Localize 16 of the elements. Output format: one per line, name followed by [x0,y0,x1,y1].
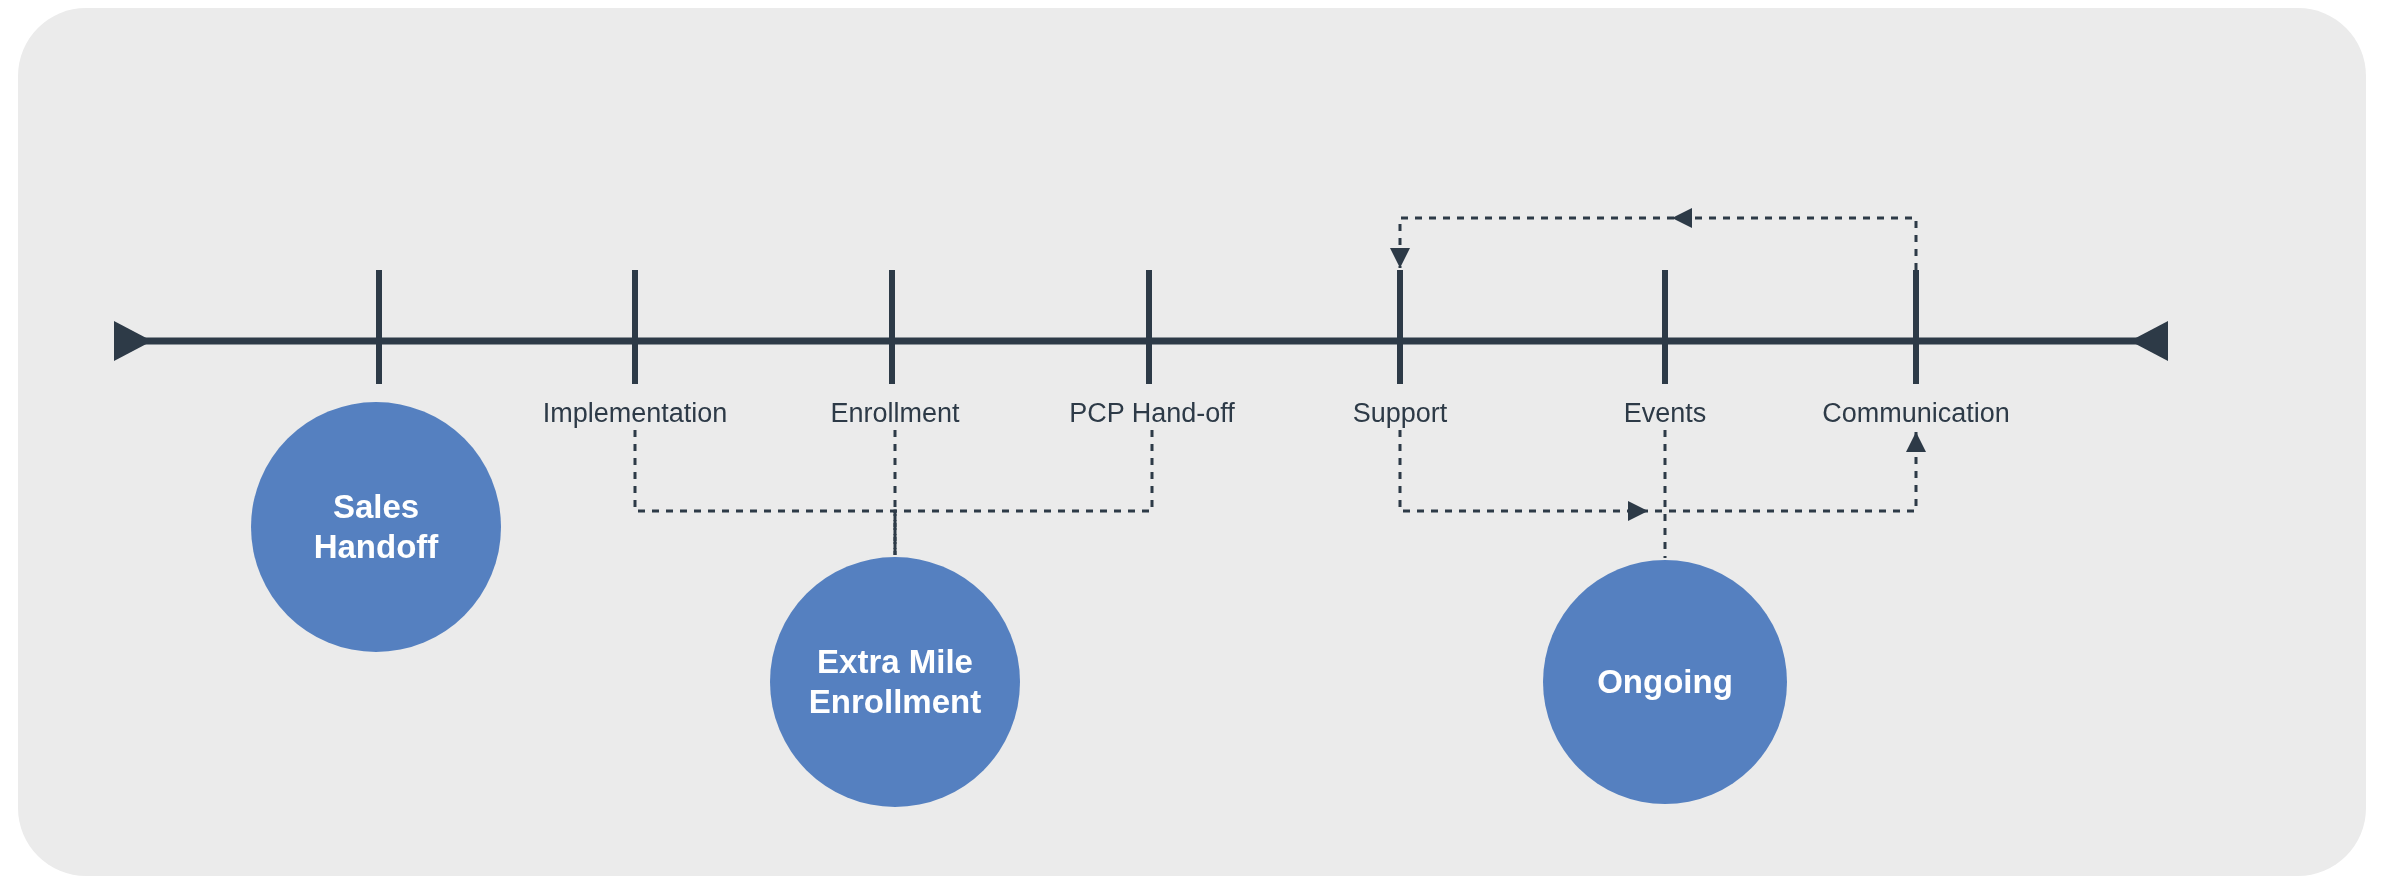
tick-mark [632,270,638,384]
tick-mark [1146,270,1152,384]
tick-mark [1397,270,1403,384]
tick-mark [1913,270,1919,384]
phase-title: Sales Handoff [312,487,440,567]
milestone-label: PCP Hand-off [1069,396,1235,430]
milestone-label: Communication [1822,396,2010,430]
tick-mark [889,270,895,384]
phase-title: Ongoing [1596,662,1734,702]
phase-title: Extra Mile Enrollment [807,642,983,722]
tick-mark [376,270,382,384]
milestone-label: Events [1623,396,1707,430]
milestone-label: Implementation [542,396,728,430]
milestone-label: Enrollment [830,396,960,430]
milestone-label: Support [1352,396,1448,430]
tick-mark [1662,270,1668,384]
